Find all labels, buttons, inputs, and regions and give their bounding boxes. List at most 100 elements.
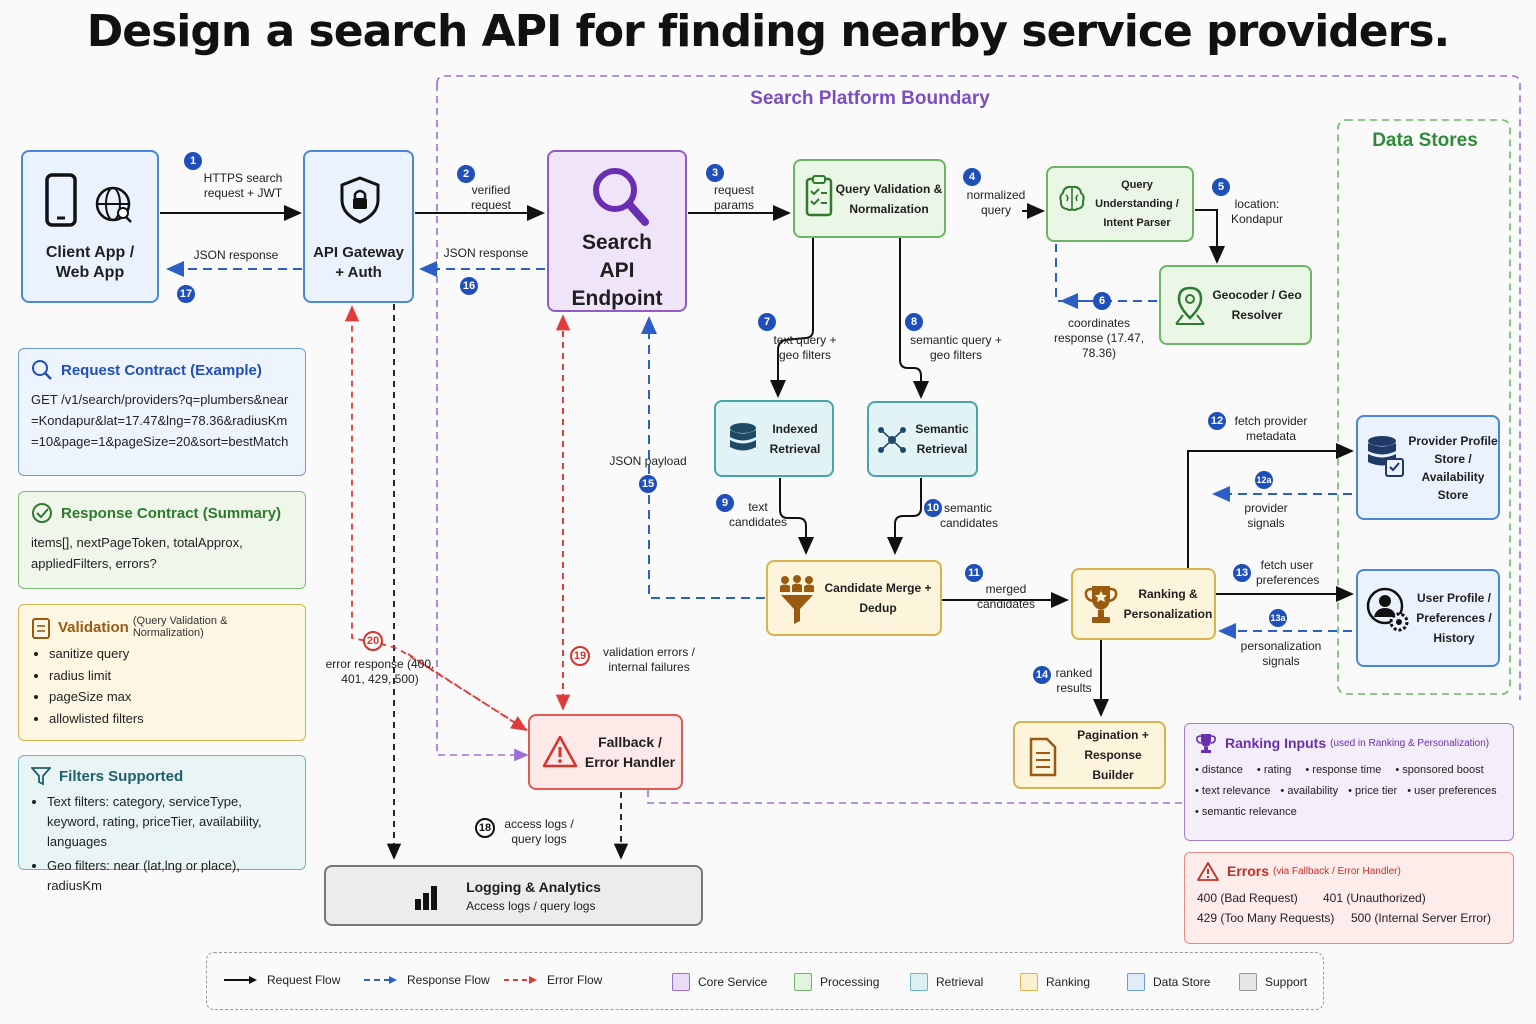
ranking-inputs-subtitle: (used in Ranking & Personalization)	[1330, 737, 1490, 749]
user-store-label: User Profile / Preferences / History	[1416, 591, 1492, 645]
errors-panel: Errors (via Fallback / Error Handler) 40…	[1184, 852, 1514, 944]
request-contract-body: GET /v1/search/providers?q=plumbers&near…	[31, 392, 289, 449]
edge-label: merged candidates	[976, 582, 1036, 611]
legend-processing: Processing	[794, 973, 879, 991]
validation-rule: radius limit	[49, 665, 293, 687]
geocoder-node[interactable]: Geocoder / Geo Resolver	[1159, 265, 1312, 345]
page-title: Design a search API for finding nearby s…	[86, 6, 1451, 57]
errors-subtitle: (via Fallback / Error Handler)	[1273, 865, 1401, 877]
search-platform-boundary	[436, 75, 1521, 700]
client-app-node[interactable]: Client App / Web App	[21, 150, 159, 303]
ranking-factor: user preferences	[1414, 785, 1497, 797]
semantic-retrieval-node[interactable]: Semantic Retrieval	[867, 401, 978, 477]
ranking-factor: rating	[1263, 764, 1292, 776]
step-badge: 6	[1093, 292, 1111, 310]
indexed-retrieval-node[interactable]: Indexed Retrieval	[714, 400, 834, 477]
response-contract-panel: Response Contract (Summary) items[], nex…	[18, 491, 306, 589]
merge-funnel-icon	[780, 575, 814, 624]
error-codes-row: 400 (Bad Request) 401 (Unauthorized)	[1197, 891, 1501, 905]
database-icon	[730, 423, 756, 451]
intent-parser-node[interactable]: Query Understanding / Intent Parser	[1046, 166, 1194, 242]
trophy-icon	[1084, 586, 1118, 623]
provider-store-label: Provider Profile Store / Availability St…	[1408, 433, 1498, 502]
step-badge: 12	[1208, 412, 1226, 430]
ranking-factor: response time	[1312, 764, 1382, 776]
warning-icon	[542, 735, 578, 768]
database-check-icon	[1368, 436, 1404, 477]
validation-subtitle: (Query Validation & Normalization)	[132, 615, 228, 639]
query-validation-node[interactable]: Query Validation & Normalization	[793, 159, 946, 238]
step-badge: 4	[963, 168, 981, 186]
validation-rule: allowlisted filters	[49, 708, 293, 730]
brain-icon	[1059, 185, 1085, 211]
clipboard-icon	[32, 618, 50, 639]
api-gateway-node[interactable]: API Gateway + Auth	[303, 150, 414, 303]
semantic-retrieval-label: Semantic Retrieval	[915, 422, 969, 456]
edge-label: request params	[713, 183, 755, 212]
edge-label: provider signals	[1244, 501, 1288, 530]
edge-label: text candidates	[728, 500, 788, 529]
ranking-inputs-row: • text relevance • availability • price …	[1195, 785, 1497, 797]
ranking-factor: price tier	[1355, 785, 1398, 797]
client-app-label: Client App / Web App	[45, 243, 135, 281]
step-badge: 17	[177, 285, 195, 303]
user-store-node[interactable]: User Profile / Preferences / History	[1356, 569, 1500, 667]
step-badge: 20	[363, 631, 383, 651]
errors-title: Errors	[1227, 863, 1270, 879]
ranking-factor: availability	[1287, 785, 1339, 797]
logging-node[interactable]: Logging & Analytics Access logs / query …	[324, 865, 703, 926]
map-pin-icon	[1175, 286, 1205, 325]
query-validation-label: Query Validation & Normalization	[835, 181, 943, 216]
edge-label: text query + geo filters	[773, 333, 837, 362]
search-api-node[interactable]: Search API Endpoint	[547, 150, 687, 312]
ranking-factor: distance	[1201, 764, 1243, 776]
edge-label: JSON response	[193, 248, 279, 262]
step-badge: 16	[460, 277, 478, 295]
legend-error-flow: Error Flow	[503, 973, 602, 987]
ranking-inputs-row: • distance • rating • response time • sp…	[1195, 764, 1484, 776]
response-contract-body: items[], nextPageToken, totalApprox, app…	[31, 535, 243, 571]
fallback-node[interactable]: Fallback / Error Handler	[528, 714, 683, 790]
filter-item: Text filters: category, serviceType, key…	[47, 792, 293, 852]
filters-panel: Filters Supported Text filters: category…	[18, 755, 306, 893]
legend-label: Data Store	[1153, 975, 1211, 989]
ranking-factor: sponsored boost	[1402, 764, 1484, 776]
edge-label: semantic query + geo filters	[910, 333, 1002, 362]
request-contract-panel: Request Contract (Example) GET /v1/searc…	[18, 348, 306, 476]
step-badge: 18	[475, 818, 495, 838]
boundary-title: Search Platform Boundary	[750, 88, 990, 109]
step-badge: 10	[924, 499, 942, 517]
edge-label: verified request	[470, 183, 512, 212]
step-badge: 13a	[1269, 609, 1287, 627]
step-badge: 8	[905, 313, 923, 331]
step-badge: 7	[758, 313, 776, 331]
logging-subtitle: Access logs / query logs	[466, 898, 596, 913]
error-code: 401 (Unauthorized)	[1323, 891, 1426, 905]
ranking-inputs-panel: Ranking Inputs (used in Ranking & Person…	[1184, 723, 1514, 841]
provider-store-node[interactable]: Provider Profile Store / Availability St…	[1356, 415, 1500, 520]
legend-label: Core Service	[698, 975, 768, 989]
step-badge: 1	[184, 152, 202, 170]
legend-label: Ranking	[1046, 975, 1091, 989]
request-contract-title: Request Contract (Example)	[61, 361, 262, 379]
ranking-factor: semantic relevance	[1201, 806, 1297, 818]
ranking-inputs-row: • semantic relevance	[1195, 806, 1297, 818]
ranking-node[interactable]: Ranking & Personalization	[1071, 568, 1216, 640]
candidate-merge-node[interactable]: Candidate Merge + Dedup	[766, 560, 942, 636]
legend-ranking: Ranking	[1020, 973, 1090, 991]
pagination-node[interactable]: Pagination + Response Builder	[1013, 721, 1166, 789]
validation-rule: sanitize query	[49, 643, 293, 665]
indexed-retrieval-label: Indexed Retrieval	[769, 421, 821, 456]
data-stores-title: Data Stores	[1372, 130, 1478, 151]
edge-label: personalization signals	[1240, 639, 1322, 668]
phone-globe-icon	[45, 173, 132, 227]
edge-label: fetch provider metadata	[1234, 414, 1308, 443]
edge-label: normalized query	[966, 188, 1026, 217]
edge-label: location: Kondapur	[1230, 197, 1284, 226]
error-code: 400 (Bad Request)	[1197, 891, 1298, 905]
shield-lock-icon	[340, 176, 380, 224]
error-code: 429 (Too Many Requests)	[1197, 911, 1335, 925]
step-badge: 2	[457, 165, 475, 183]
